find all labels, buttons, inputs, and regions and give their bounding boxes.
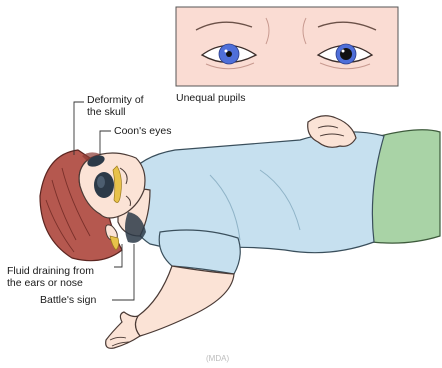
bruise-highlight [97,176,105,188]
inset-frame [176,7,398,86]
coons-eyes-leader [100,131,111,155]
label-battles-sign: Battle's sign [40,294,96,306]
watermark: (MDA) [206,354,229,363]
label-deformity-of-skull: Deformity of the skull [87,94,144,118]
forearm [135,266,234,336]
right-pupil [340,48,352,60]
deformity-leader [74,102,84,155]
label-unequal-pupils: Unequal pupils [176,92,245,104]
label-fluid-draining: Fluid draining from the ears or nose [7,265,94,289]
left-eye-glint [225,50,228,53]
right-eye-glint [342,50,345,53]
unequal-pupils-inset [176,7,398,86]
label-coons-eyes: Coon's eyes [114,125,171,137]
